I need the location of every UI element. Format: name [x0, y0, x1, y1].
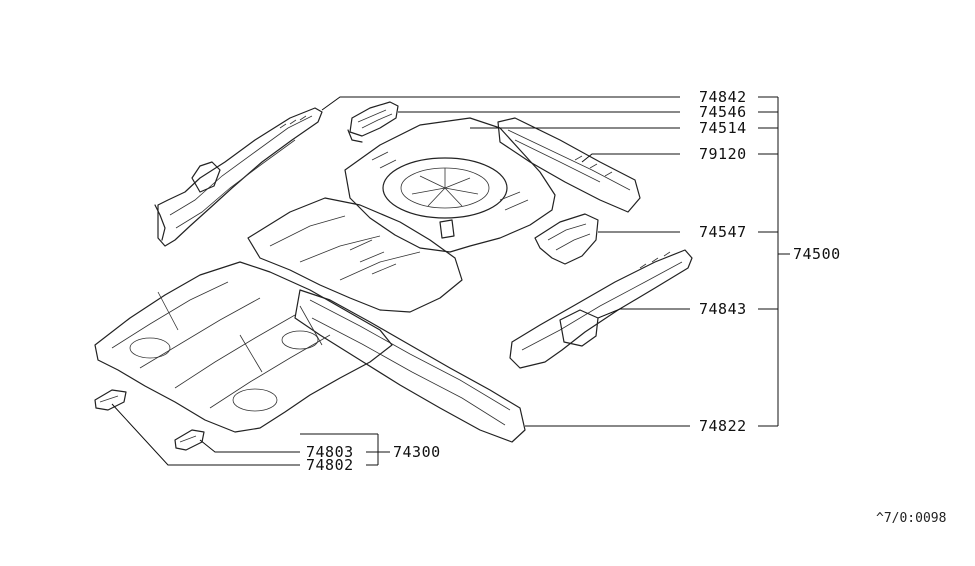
label-74843: 74843	[699, 300, 747, 318]
part-74842-side-member	[154, 107, 323, 247]
part-74822-center-member	[294, 289, 526, 443]
label-74500: 74500	[793, 245, 841, 263]
label-74546: 74546	[699, 103, 747, 121]
part-74803-bracket	[174, 429, 205, 451]
label-74842: 74842	[699, 88, 747, 106]
label-74300: 74300	[393, 443, 441, 461]
label-74547: 74547	[699, 223, 747, 241]
label-74822: 74822	[699, 417, 747, 435]
part-74802-bracket	[94, 389, 127, 411]
label-74514: 74514	[699, 119, 747, 137]
leader-lines	[111, 96, 790, 466]
part-74547-bracket	[534, 213, 599, 265]
label-79120: 79120	[699, 145, 747, 163]
reference-code: ^7/0:0098	[876, 511, 946, 526]
part-74300-front-floor	[94, 261, 393, 433]
part-74843-side-member	[509, 249, 693, 369]
part-74514-rear-floor	[344, 117, 556, 253]
part-center-floor	[247, 197, 463, 313]
label-74803: 74803	[306, 443, 354, 461]
part-74546-bracket	[347, 101, 399, 143]
label-74802: 74802	[306, 456, 354, 474]
part-79120-rear-panel	[497, 117, 641, 213]
